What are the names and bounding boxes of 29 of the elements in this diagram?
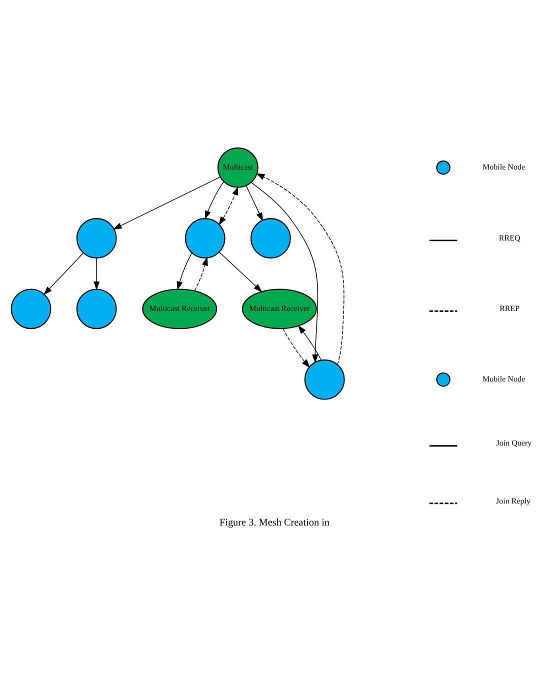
arrow [44,252,84,295]
arrow [219,252,262,292]
node-ellipse: Multicast Receiver [242,288,317,330]
node-circle [76,288,117,330]
node-circle [304,359,345,400]
arrow [194,256,208,292]
arrow [282,328,310,368]
caption: Figure 3. Mesh Creation in [219,517,330,528]
arrow [250,182,318,364]
node-circle [184,218,226,258]
legend-label: Mobile Node [482,374,526,384]
node-circle [250,218,291,258]
legend-label: Join Query [496,438,532,448]
legend-label: RREP [500,304,520,313]
arrow [218,186,238,226]
arrow [298,325,322,360]
arrow [176,252,192,290]
legend-label: Join Reply [496,496,530,506]
node-ellipse: Multicast Receiver [142,288,218,330]
node-circle [10,288,52,330]
arrow [246,185,263,222]
arrow [204,181,224,220]
node-circle: Multicast [217,147,258,188]
arrow [94,258,100,290]
arrow [256,173,344,365]
node-circle [76,218,117,258]
legend-label: RREQ [498,233,520,242]
legend-label: Mobile Node [482,162,526,172]
arrow [112,176,221,230]
